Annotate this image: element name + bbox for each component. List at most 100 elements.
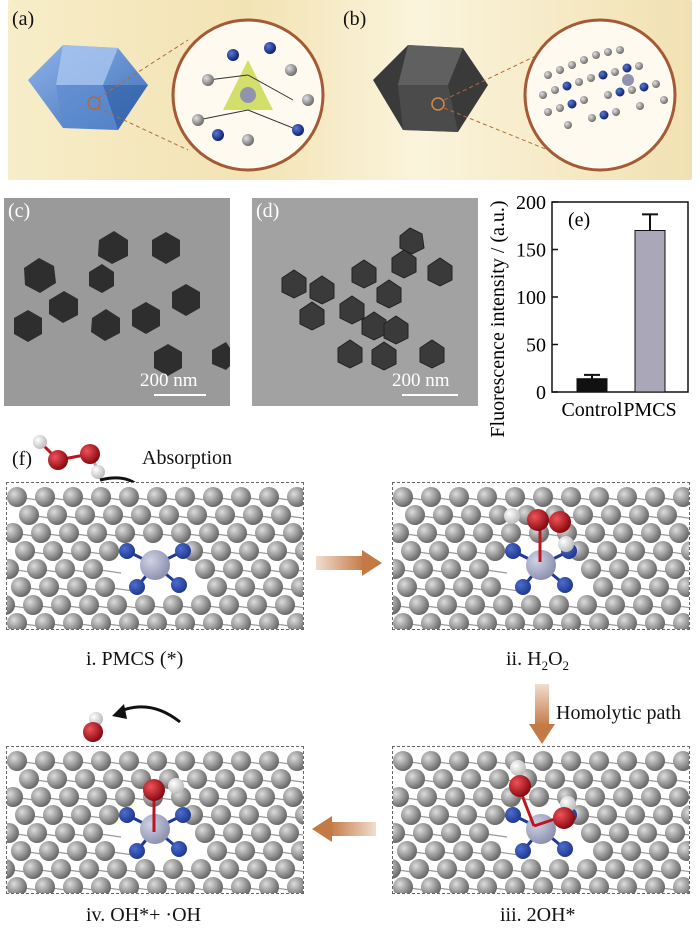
lattice-atoms	[7, 751, 303, 893]
nitrogen-atom	[505, 543, 521, 559]
carbon-atom	[645, 751, 665, 771]
carbon-atom	[677, 577, 689, 597]
carbon-atom	[227, 523, 247, 543]
carbon-atom	[473, 523, 493, 543]
y-tick-label: 0	[536, 382, 546, 404]
step-arrow-ii-iii	[535, 684, 549, 726]
carbon-atom	[401, 805, 421, 825]
carbon-atom	[409, 859, 429, 879]
carbon-atom	[39, 841, 59, 861]
carbon-atom	[243, 505, 263, 525]
carbon-atom	[645, 877, 665, 893]
carbon-atom	[87, 787, 107, 807]
carbon-atom	[195, 823, 215, 843]
carbon-atom	[99, 541, 119, 561]
carbon-atom	[681, 541, 689, 561]
carbon-atom	[425, 841, 445, 861]
carbon-atom	[653, 541, 673, 561]
carbon-atom	[259, 751, 279, 771]
nitrogen-atom	[171, 577, 187, 593]
carbon-atom	[263, 577, 283, 597]
carbon-atom	[657, 769, 677, 789]
step-label-iv: iv. OH*+ ·OH	[86, 904, 201, 926]
carbon-atom	[421, 751, 441, 771]
carbon-atom	[533, 751, 553, 771]
carbon-atom	[505, 613, 525, 629]
carbon-atom	[645, 613, 665, 629]
scalebar-c	[154, 394, 206, 396]
carbon-atom	[211, 541, 231, 561]
carbon-atom	[115, 787, 135, 807]
carbon-atom	[47, 505, 67, 525]
carbon-atom	[533, 613, 553, 629]
carbon-atom	[119, 877, 139, 893]
carbon-atom	[429, 805, 449, 825]
carbon-atom	[175, 613, 195, 629]
carbon-atom	[629, 505, 649, 525]
carbon-atom	[561, 487, 581, 507]
carbon-atom	[453, 841, 473, 861]
carbon-atom	[71, 541, 91, 561]
carbon-atom	[7, 487, 27, 507]
carbon-atom	[397, 577, 417, 597]
y-tick-label: 50	[526, 335, 546, 357]
nitrogen-atom	[171, 841, 187, 857]
carbon-atom	[465, 595, 485, 615]
carbon-atom	[673, 877, 689, 893]
carbon-atom	[477, 751, 497, 771]
nitrogen-atom	[515, 579, 531, 595]
scalebar-label-d: 200 nm	[392, 370, 450, 391]
carbon-atom	[545, 769, 565, 789]
carbon-atom	[661, 595, 681, 615]
carbon-atom	[191, 595, 211, 615]
carbon-atom	[59, 787, 79, 807]
carbon-atom	[231, 751, 251, 771]
carbon-atom	[279, 559, 299, 579]
carbon-atom	[107, 859, 127, 879]
carbon-atom	[235, 577, 255, 597]
carbon-atom	[219, 859, 239, 879]
panel-label-b: (b)	[343, 8, 367, 30]
carbon-atom	[7, 877, 27, 893]
carbon-atom	[223, 559, 243, 579]
carbon-atom	[71, 805, 91, 825]
carbon-atom	[147, 877, 167, 893]
x-tick-label: Control	[561, 399, 623, 421]
carbon-atom	[405, 505, 425, 525]
carbon-atom	[593, 841, 613, 861]
carbon-atom	[477, 487, 497, 507]
lattice-atoms	[393, 751, 689, 893]
carbon-atom	[617, 613, 637, 629]
carbon-atom	[577, 859, 597, 879]
carbon-atom	[143, 523, 163, 543]
nitrogen-atom	[119, 543, 135, 559]
carbon-atom	[7, 559, 19, 579]
carbon-atom	[99, 805, 119, 825]
step-label-ii: ii. H2O2	[506, 648, 570, 673]
carbon-atom	[613, 523, 633, 543]
carbon-atom	[27, 559, 47, 579]
carbon-atom	[441, 823, 461, 843]
carbon-atom	[473, 787, 493, 807]
carbon-atom	[203, 751, 223, 771]
adsorbed-2oh	[509, 760, 576, 829]
carbon-atom	[665, 823, 685, 843]
carbon-atom	[75, 769, 95, 789]
absorption-label: Absorption	[142, 447, 232, 469]
carbon-atom	[119, 613, 139, 629]
carbon-atom	[195, 559, 215, 579]
carbon-atom	[429, 541, 449, 561]
carbon-atom	[437, 595, 457, 615]
carbon-atom	[673, 487, 689, 507]
carbon-atom	[417, 787, 437, 807]
carbon-atom	[393, 859, 401, 879]
carbon-atom	[581, 823, 601, 843]
carbon-atom	[27, 823, 47, 843]
carbon-atom	[441, 559, 461, 579]
bar-pmcs	[634, 230, 666, 393]
carbon-atom	[493, 595, 513, 615]
carbon-atom	[637, 559, 657, 579]
carbon-atom	[393, 823, 405, 843]
carbon-atom	[649, 841, 669, 861]
